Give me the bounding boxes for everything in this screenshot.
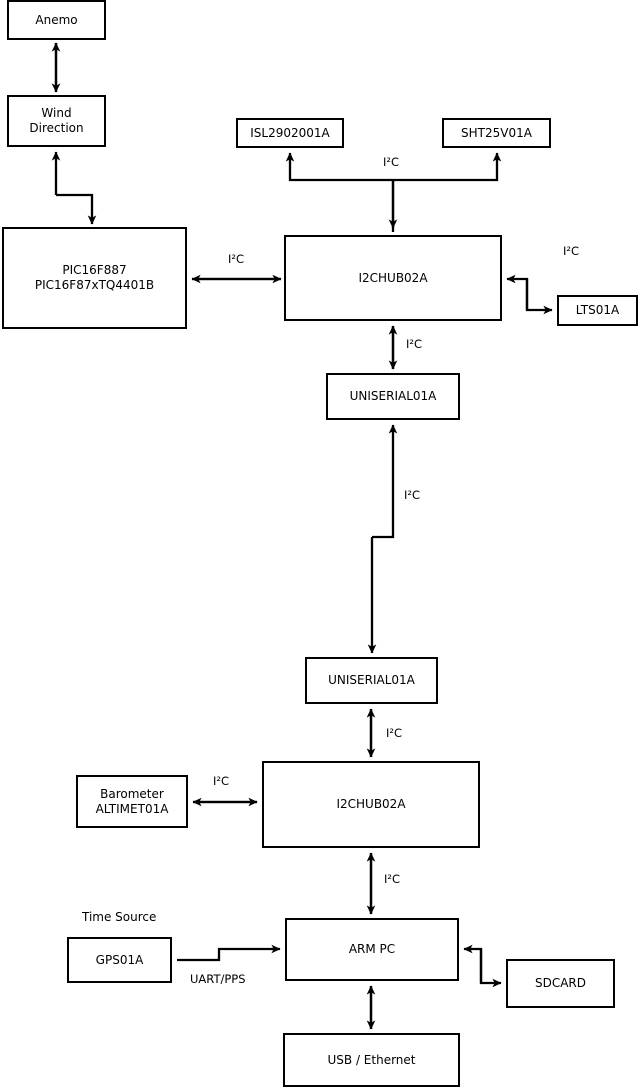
node-i2chub02a-top-label: I2CHUB02A (358, 270, 428, 285)
node-uniserial01a-bottom-label: UNISERIAL01A (328, 673, 415, 688)
node-i2chub02a-bottom[interactable]: I2CHUB02A (262, 761, 480, 848)
node-isl2902001a-label: ISL2902001A (250, 125, 330, 140)
wire-armpc-sdcard (479, 949, 502, 988)
node-gps01a[interactable]: GPS01A (67, 937, 172, 983)
node-isl2902001a[interactable]: ISL2902001A (236, 118, 344, 148)
label-i2c-hub-uniserial: I²C (406, 337, 423, 351)
label-i2c-hub2-armpc: I²C (384, 872, 401, 886)
node-sht25v01a-label: SHT25V01A (461, 125, 532, 140)
node-i2chub02a-top[interactable]: I2CHUB02A (284, 235, 502, 321)
label-i2c-barometer-hub2: I²C (213, 774, 230, 788)
node-sdcard-label: SDCARD (534, 976, 587, 991)
node-anemo-label: Anemo (35, 12, 78, 27)
wire-uniserial-link-up (372, 424, 398, 539)
node-pic-microcontroller-label: PIC16F887 PIC16F87xTQ4401B (34, 263, 155, 292)
wire-lts-hub (506, 274, 529, 310)
node-pic-microcontroller[interactable]: PIC16F887 PIC16F87xTQ4401B (2, 227, 187, 329)
wire-hub-lts (525, 279, 553, 315)
node-anemo[interactable]: Anemo (7, 0, 106, 40)
label-time-source: Time Source (82, 910, 157, 924)
node-sdcard[interactable]: SDCARD (506, 959, 615, 1008)
label-i2c-hub-lts: I²C (563, 244, 580, 258)
node-uniserial01a-bottom[interactable]: UNISERIAL01A (305, 657, 438, 704)
node-barometer-altimet01a-label: Barometer ALTIMET01A (95, 786, 169, 816)
node-arm-pc-label: ARM PC (348, 942, 396, 957)
label-i2c-sensor-bus: I²C (383, 155, 400, 169)
label-uart-pps: UART/PPS (190, 972, 246, 986)
node-uniserial01a-top[interactable]: UNISERIAL01A (326, 373, 460, 420)
node-usb-ethernet-label: USB / Ethernet (327, 1052, 416, 1067)
node-lts01a[interactable]: LTS01A (557, 295, 638, 326)
node-uniserial01a-top-label: UNISERIAL01A (349, 389, 437, 404)
wire-bus-sht (393, 152, 502, 182)
node-barometer-altimet01a[interactable]: Barometer ALTIMET01A (76, 775, 188, 828)
node-wind-direction-label: Wind Direction (29, 106, 84, 135)
wire-bus-isl (285, 152, 393, 182)
wire-sdcard-armpc (463, 944, 483, 983)
wire-gps-armpc (177, 944, 281, 962)
node-lts01a-label: LTS01A (575, 303, 620, 318)
node-sht25v01a[interactable]: SHT25V01A (442, 118, 551, 148)
node-wind-direction[interactable]: Wind Direction (7, 95, 106, 147)
label-i2c-uniserial-link: I²C (404, 488, 421, 502)
node-i2chub02a-bottom-label: I2CHUB02A (336, 797, 406, 812)
label-i2c-pic-hub: I²C (228, 252, 245, 266)
node-gps01a-label: GPS01A (95, 952, 144, 967)
label-i2c-uniserial-hub2: I²C (386, 726, 403, 740)
node-arm-pc[interactable]: ARM PC (285, 918, 459, 981)
node-usb-ethernet[interactable]: USB / Ethernet (283, 1033, 460, 1087)
wire-pic-wind-jog (56, 193, 97, 225)
